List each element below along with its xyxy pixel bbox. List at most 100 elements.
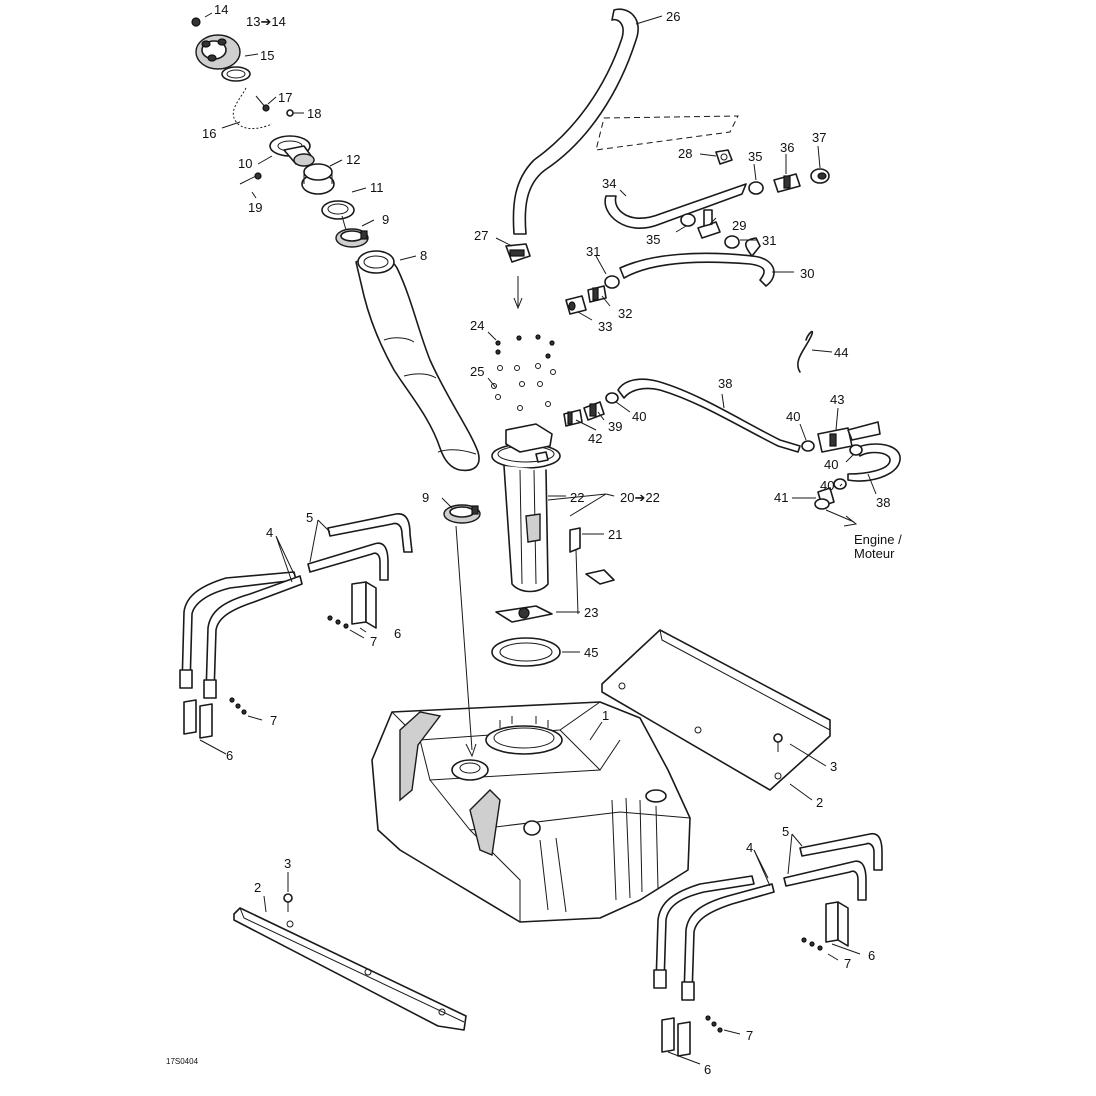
callout-42: 42 xyxy=(588,431,602,446)
callout-35-upper: 35 xyxy=(748,149,762,164)
callout-6-right-upper: 6 xyxy=(868,948,875,963)
callout-8: 8 xyxy=(420,248,427,263)
hose-clamp-lower xyxy=(443,504,481,524)
pump-screws-24 xyxy=(495,334,555,359)
leader-lines xyxy=(199,12,877,1065)
callout-45: 45 xyxy=(584,645,598,660)
callout-38-lower: 38 xyxy=(876,495,890,510)
callout-29: 29 xyxy=(732,218,746,233)
engine-label-line2: Moteur xyxy=(854,546,895,561)
protector-plate-right xyxy=(601,629,831,791)
callout-25: 25 xyxy=(470,364,484,379)
bolts-right-upper xyxy=(801,937,823,951)
callout-37: 37 xyxy=(812,130,826,145)
fuel-tank xyxy=(371,701,691,923)
callout-4-right: 4 xyxy=(746,840,753,855)
clamp-40-low xyxy=(833,478,847,490)
engine-arrow xyxy=(825,509,858,527)
clamp-31-right xyxy=(724,235,740,249)
callout-21: 21 xyxy=(608,527,622,542)
callout-27: 27 xyxy=(474,228,488,243)
callout-34: 34 xyxy=(602,176,616,191)
callout-38-upper: 38 xyxy=(718,376,732,391)
callout-28: 28 xyxy=(678,146,692,161)
callout-9-lower: 9 xyxy=(422,490,429,505)
callout-20: 20➔22 xyxy=(620,490,660,505)
callout-7-right-lower: 7 xyxy=(746,1028,753,1043)
filler-neck-10 xyxy=(269,135,315,167)
callout-26: 26 xyxy=(666,9,680,24)
callout-3-right: 3 xyxy=(830,759,837,774)
valve-32 xyxy=(587,285,607,303)
callout-22: 22 xyxy=(570,490,584,505)
assembly-arrow-neck xyxy=(465,743,477,758)
cap-gasket-15 xyxy=(221,66,251,82)
callout-41: 41 xyxy=(774,490,788,505)
callout-5-right: 5 xyxy=(782,824,789,839)
callout-43: 43 xyxy=(830,392,844,407)
hose-clamp-upper xyxy=(335,228,369,248)
hose-34 xyxy=(604,183,747,229)
callout-14: 14 xyxy=(214,2,228,17)
pump-gasket-23 xyxy=(495,605,553,623)
callout-6-left-upper: 6 xyxy=(394,626,401,641)
tank-strap-right-outer xyxy=(653,875,755,989)
callout-7-right-upper: 7 xyxy=(844,956,851,971)
clamp-31-left xyxy=(604,275,620,289)
callout-13: 13➔14 xyxy=(246,14,286,29)
hose-30 xyxy=(619,237,775,287)
callout-18: 18 xyxy=(307,106,321,121)
tie-wrap-44 xyxy=(797,330,814,373)
callout-36: 36 xyxy=(780,140,794,155)
screw-3-right xyxy=(773,733,783,752)
bolts-right-lower xyxy=(705,1015,723,1033)
screw-17 xyxy=(255,95,270,112)
bracket-right-upper xyxy=(825,901,849,947)
fuel-cap-13 xyxy=(195,34,241,70)
callout-6-left-lower: 6 xyxy=(226,748,233,763)
bracket-left-upper xyxy=(351,581,377,629)
connector-42 xyxy=(563,409,583,427)
bracket-left-lower xyxy=(183,699,213,739)
filler-neck-hose xyxy=(355,250,480,472)
strap-rear-right xyxy=(783,832,883,901)
callout-39: 39 xyxy=(608,419,622,434)
callout-23: 23 xyxy=(584,605,598,620)
bracket-right-lower xyxy=(661,1017,691,1057)
tank-strap-left-inner xyxy=(203,575,303,699)
callout-40-mid: 40 xyxy=(824,457,838,472)
callout-33: 33 xyxy=(598,319,612,334)
clamp-35-upper xyxy=(748,181,764,195)
filler-ring-11 xyxy=(321,200,355,220)
nut-18 xyxy=(286,109,294,117)
engine-label-line1: Engine / xyxy=(854,532,902,547)
callout-5-left: 5 xyxy=(306,510,313,525)
protector-plate-left xyxy=(233,907,467,1031)
connector-39 xyxy=(583,401,605,421)
float-arm-21 xyxy=(569,527,615,615)
clamp-35-lower xyxy=(680,213,696,227)
clamp-40-right xyxy=(801,440,815,452)
lock-ring-45 xyxy=(491,637,561,667)
clamp-40-mid xyxy=(849,444,863,456)
nut-28 xyxy=(715,149,733,165)
strap-rear-left-upper xyxy=(307,513,413,581)
clamp-40-pump xyxy=(605,392,619,404)
tee-fitting-29 xyxy=(697,209,721,239)
filler-adapter-12 xyxy=(301,163,335,195)
cap-plug-14 xyxy=(191,17,201,27)
callout-40-pump: 40 xyxy=(632,409,646,424)
vent-hose-26 xyxy=(512,8,639,235)
callout-31-left: 31 xyxy=(586,244,600,259)
callout-17: 17 xyxy=(278,90,292,105)
callout-12: 12 xyxy=(346,152,360,167)
callout-6-right-lower: 6 xyxy=(704,1062,711,1077)
screw-3-left xyxy=(283,893,293,912)
callout-40-low: 40 xyxy=(820,478,834,493)
callout-9-upper: 9 xyxy=(382,212,389,227)
callout-2-left: 2 xyxy=(254,880,261,895)
callout-30: 30 xyxy=(800,266,814,281)
callout-44: 44 xyxy=(834,345,848,360)
callout-40-right: 40 xyxy=(786,409,800,424)
